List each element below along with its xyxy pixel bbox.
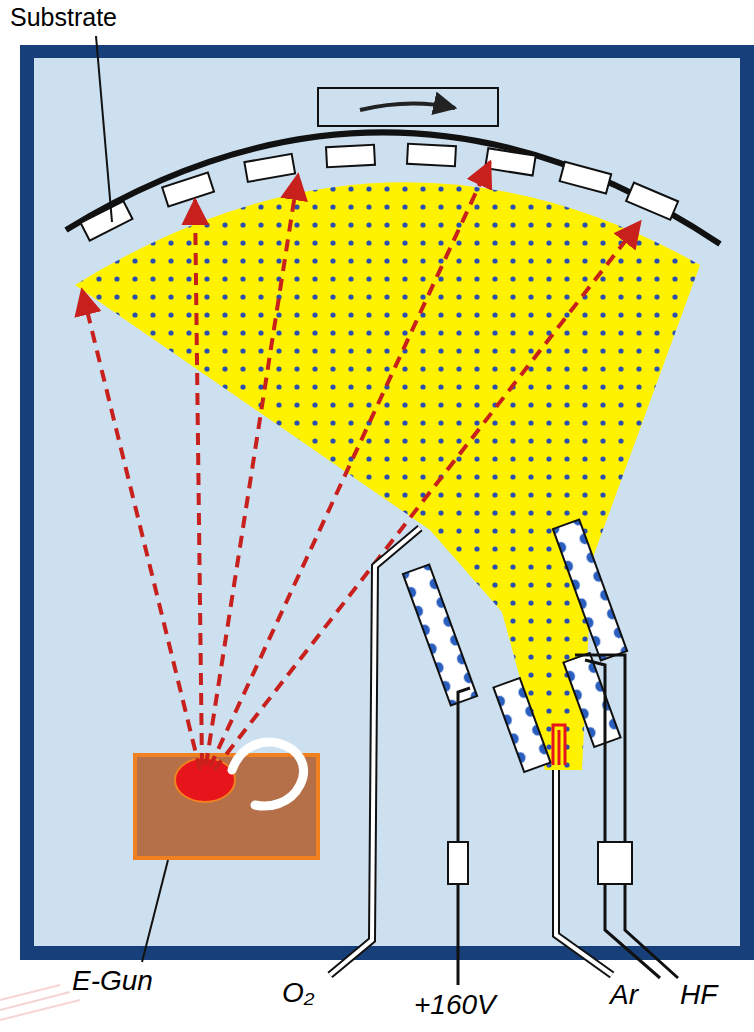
part-label: E-Gun — [72, 966, 153, 997]
rotation-box — [318, 88, 498, 126]
decor-streaks — [0, 985, 80, 1020]
rotation-arrow — [360, 103, 455, 110]
fuses — [448, 842, 632, 884]
evaporation-rays — [82, 162, 640, 770]
filament — [553, 725, 565, 765]
e-gun-body — [135, 755, 318, 858]
signal-label: HF — [680, 980, 717, 1011]
part-label: Substrate — [10, 4, 117, 32]
leader-lines — [96, 36, 168, 962]
ion-source — [403, 519, 627, 772]
substrates — [81, 144, 678, 241]
substrate-holder — [66, 132, 720, 244]
electron-beam — [232, 742, 304, 806]
feed-lines — [330, 528, 678, 985]
chamber-wall — [20, 45, 754, 960]
gas-label: O₂ — [282, 978, 314, 1009]
chamber-interior — [34, 58, 740, 946]
gas-label: Ar — [610, 980, 638, 1011]
voltage-label: +160V — [414, 990, 496, 1021]
